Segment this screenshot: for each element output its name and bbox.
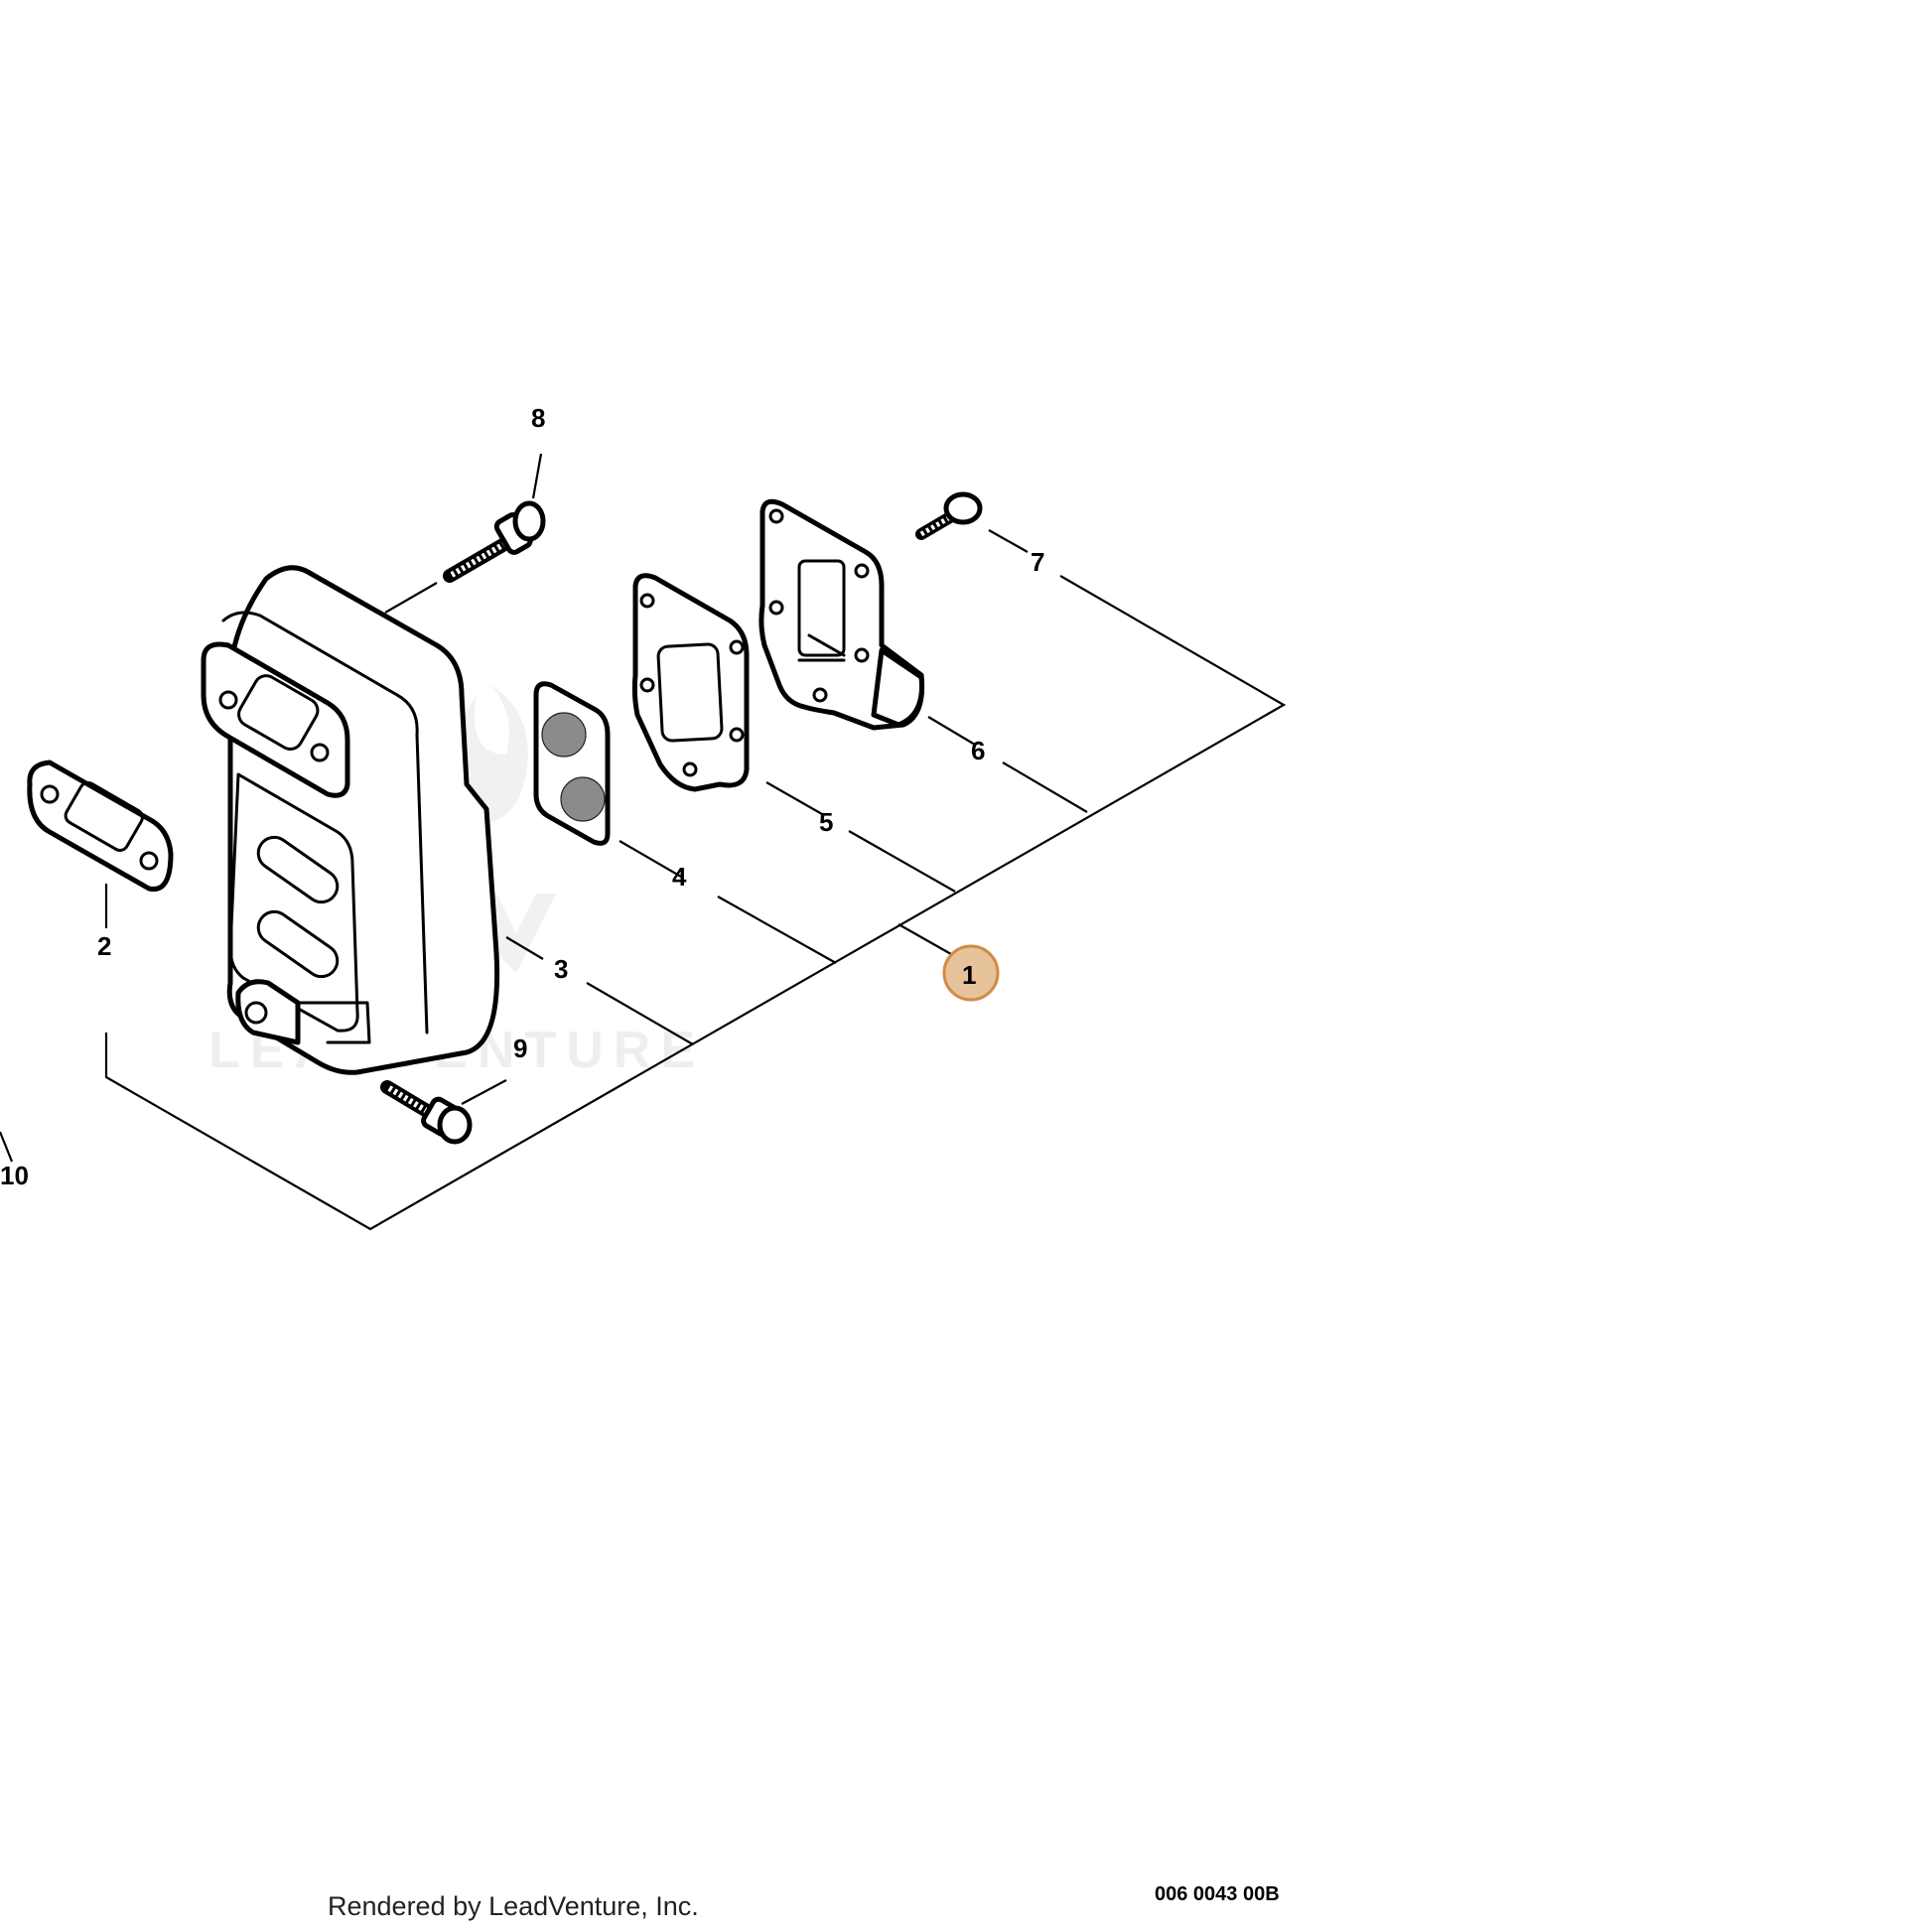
callout-2[interactable]: 2 <box>97 931 111 961</box>
figure-code: 006 0043 00B <box>1155 1883 1280 1905</box>
rendered-by-text: Rendered by LeadVenture, Inc. <box>328 1891 699 1921</box>
callout-8[interactable]: 8 <box>531 403 545 433</box>
callout-7[interactable]: 7 <box>1031 547 1044 577</box>
part-6-deflector[interactable] <box>759 498 925 731</box>
callout-5[interactable]: 5 <box>819 807 833 837</box>
callout-9[interactable]: 9 <box>513 1034 527 1063</box>
callout-4[interactable]: 4 <box>672 862 687 892</box>
callout-1[interactable]: 1 <box>962 960 976 990</box>
callout-10[interactable]: 10 <box>0 1161 29 1190</box>
part-2-gasket[interactable] <box>27 759 174 893</box>
assembly-bracket <box>0 453 1287 1231</box>
screen-mesh <box>541 712 606 822</box>
callout-6[interactable]: 6 <box>971 736 985 765</box>
part-9-bolt[interactable] <box>380 1080 473 1145</box>
part-5-gasket[interactable] <box>631 573 750 792</box>
callout-1-highlight[interactable] <box>942 944 1000 1002</box>
part-8-bolt[interactable] <box>443 500 546 583</box>
part-4-screen[interactable] <box>533 681 611 846</box>
callout-3[interactable]: 3 <box>554 954 568 984</box>
part-7-screw[interactable] <box>915 491 983 540</box>
part-3-muffler[interactable] <box>201 565 500 1075</box>
